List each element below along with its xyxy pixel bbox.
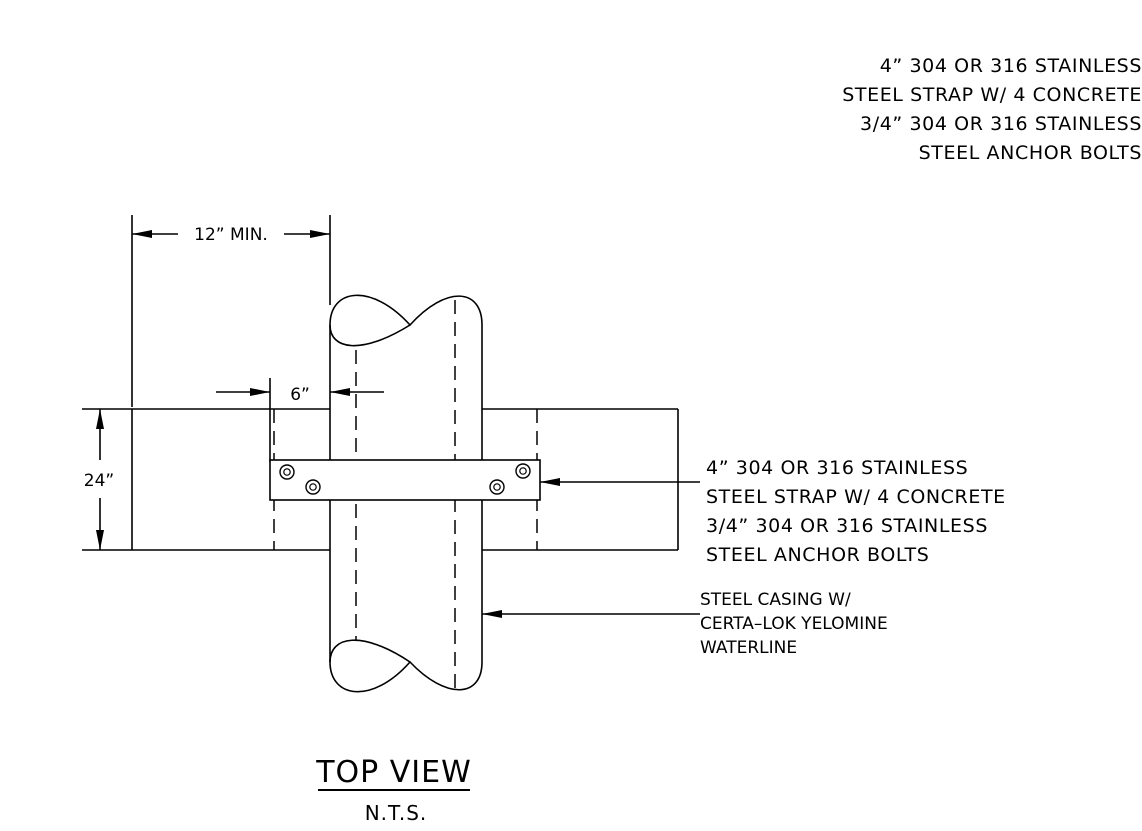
top-note: 4” 304 OR 316 STAINLESS STEEL STRAP W/ 4… bbox=[842, 55, 1142, 164]
view-title-block: TOP VIEW N.T.S. bbox=[315, 755, 472, 825]
view-title: TOP VIEW bbox=[315, 755, 472, 790]
strap-callout: 4” 304 OR 316 STAINLESS STEEL STRAP W/ 4… bbox=[540, 457, 1006, 566]
anchor-bolt-4 bbox=[515, 463, 531, 479]
top-note-line-2: STEEL STRAP W/ 4 CONCRETE bbox=[842, 84, 1142, 106]
strap-note-line-4: STEEL ANCHOR BOLTS bbox=[706, 544, 929, 566]
top-note-line-3: 3/4” 304 OR 316 STAINLESS bbox=[860, 113, 1142, 135]
min-offset-label: 12” MIN. bbox=[194, 225, 268, 245]
casing-note-line-1: STEEL CASING W/ bbox=[700, 590, 851, 610]
slab-width-label: 24” bbox=[84, 471, 114, 491]
strap-note-line-1: 4” 304 OR 316 STAINLESS bbox=[706, 457, 968, 479]
anchor-bolt-2 bbox=[305, 479, 321, 495]
anchor-bolt-3 bbox=[489, 479, 505, 495]
casing-note-line-3: WATERLINE bbox=[700, 638, 797, 658]
min-offset-dimension: 12” MIN. bbox=[131, 215, 331, 407]
strap-note-line-3: 3/4” 304 OR 316 STAINLESS bbox=[706, 515, 988, 537]
casing-callout: STEEL CASING W/ CERTA–LOK YELOMINE WATER… bbox=[482, 590, 888, 658]
scale-note: N.T.S. bbox=[365, 801, 428, 825]
casing-note-line-2: CERTA–LOK YELOMINE bbox=[700, 614, 888, 634]
pipe-break-bottom-inner bbox=[329, 639, 411, 663]
slab-width-dimension: 24” bbox=[82, 408, 132, 551]
strap-offset-label: 6” bbox=[290, 385, 310, 405]
pipe-break-top-inner bbox=[329, 324, 411, 347]
anchor-bolt-1 bbox=[279, 464, 295, 480]
top-note-line-4: STEEL ANCHOR BOLTS bbox=[919, 142, 1142, 164]
top-note-line-1: 4” 304 OR 316 STAINLESS bbox=[880, 55, 1142, 77]
strap-offset-dimension: 6” bbox=[216, 378, 384, 462]
stainless-strap bbox=[269, 459, 541, 501]
pipe-break-top bbox=[329, 294, 483, 327]
pipe-break-bottom bbox=[329, 660, 483, 693]
strap-note-line-2: STEEL STRAP W/ 4 CONCRETE bbox=[706, 486, 1006, 508]
